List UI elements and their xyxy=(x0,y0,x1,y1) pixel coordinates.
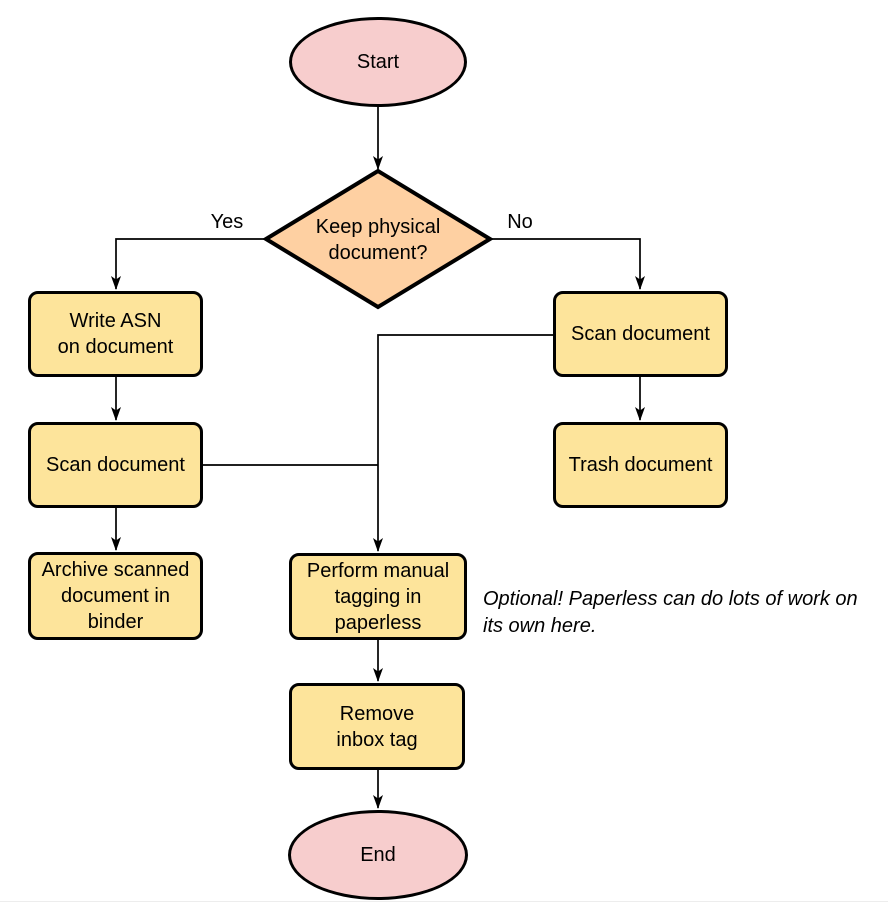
process-trash-document: Trash document xyxy=(553,422,728,508)
annotation-optional-note: Optional! Paperless can do lots of work … xyxy=(483,588,858,637)
process-write-asn: Write ASN on document xyxy=(28,291,203,377)
decision-diamond-shape xyxy=(262,168,494,310)
process-scan-document-left: Scan document xyxy=(28,422,203,508)
bottom-divider xyxy=(0,901,888,902)
start-node: Start xyxy=(289,17,467,107)
edge-decision-yes-to-write-asn xyxy=(111,238,265,290)
edge-decision-no-to-scan-right xyxy=(491,238,645,290)
edge-label-yes: Yes xyxy=(210,211,244,233)
end-node: End xyxy=(288,810,468,900)
process-archive-in-binder: Archive scanned document in binder xyxy=(28,552,203,640)
decision-node-label: Keep physical document? xyxy=(315,216,441,264)
process-manual-tagging: Perform manual tagging in paperless xyxy=(289,553,467,640)
process-remove-inbox-tag: Remove inbox tag xyxy=(289,683,465,770)
edge-label-no: No xyxy=(507,211,533,233)
process-scan-document-right: Scan document xyxy=(553,291,728,377)
edge-scan-right-to-tagging xyxy=(373,334,553,552)
